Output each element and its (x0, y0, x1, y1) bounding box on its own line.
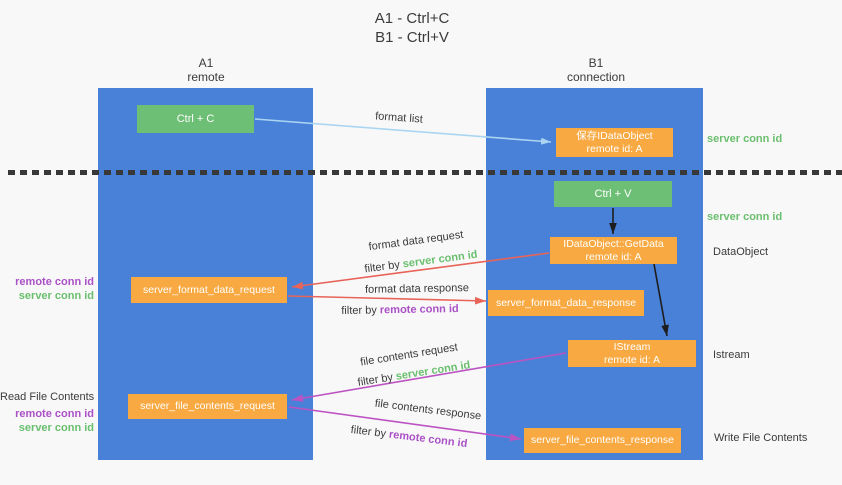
filter-prefix-4: filter by (350, 423, 390, 441)
right-column-name: B1 (588, 56, 604, 70)
file-response-label: server_file_contents_response (530, 434, 674, 447)
ctrl-c-label: Ctrl + C (176, 112, 215, 125)
filter-by-remote-conn-id-label-1: filter by remote conn id (341, 303, 459, 317)
server-conn-id-annotation-2: server conn id (18, 421, 94, 434)
server-file-contents-response-node: server_file_contents_response (524, 428, 681, 453)
remote-conn-id-annotation-2: remote conn id (15, 408, 94, 420)
save-idataobject-line2: remote id: A (586, 142, 643, 155)
file-request-label: server_file_contents_request (140, 400, 275, 413)
filter-remote-value-2: remote conn id (388, 428, 468, 451)
filter-server-value-1: server conn id (402, 248, 479, 271)
server-file-contents-request-node: server_file_contents_request (128, 394, 287, 419)
left-column-header: A1 remote (187, 56, 224, 84)
server-conn-id-mid-annotation: server conn id (707, 211, 783, 223)
ctrl-c-node: Ctrl + C (137, 105, 254, 133)
save-idataobject-node: 保存IDataObject remote id: A (556, 128, 673, 157)
idataobject-getdata-node: IDataObject::GetData remote id: A (550, 237, 677, 264)
istream-line1: IStream (613, 341, 651, 353)
format-response-label: server_format_data_response (495, 296, 637, 309)
format-data-request-label: format data request (367, 228, 465, 254)
right-column-subtitle: connection (566, 70, 626, 84)
format-list-label: format list (374, 110, 424, 126)
filter-by-server-conn-id-label-1: filter by server conn id (364, 249, 478, 276)
title-line-2: B1 - Ctrl+V (375, 29, 449, 46)
left-conn-id-block-2: remote conn id server conn id (0, 408, 94, 435)
istream-node: IStream remote id: A (568, 340, 696, 367)
left-conn-id-block-1: remote conn id server conn id (0, 276, 94, 303)
left-column-name: A1 (198, 56, 214, 70)
write-file-contents-annotation: Write File Contents (714, 432, 808, 444)
server-conn-id-top-annotation: server conn id (707, 133, 783, 145)
ctrl-v-label: Ctrl + V (594, 187, 632, 200)
diagram-title: A1 - Ctrl+C B1 - Ctrl+V (375, 9, 450, 47)
format-data-response-arrow (287, 295, 487, 305)
read-file-contents-annotation: Read File Contents (0, 391, 95, 403)
server-conn-id-annotation-1: server conn id (18, 289, 94, 302)
istream-line2: remote id: A (603, 353, 661, 366)
title-line-1: A1 - Ctrl+C (374, 10, 450, 27)
filter-prefix-3: filter by (356, 370, 397, 389)
server-format-data-request-node: server_format_data_request (131, 277, 287, 303)
save-idataobject-line1: 保存IDataObject (576, 130, 653, 142)
filter-by-remote-conn-id-label-2: filter by remote conn id (350, 424, 468, 450)
istream-annotation: Istream (713, 349, 750, 361)
getdata-line2: remote id: A (585, 250, 642, 263)
format-request-label: server_format_data_request (143, 283, 275, 296)
remote-conn-id-annotation-1: remote conn id (15, 276, 94, 288)
filter-remote-value-1: remote conn id (379, 302, 459, 317)
filter-server-value-2: server conn id (394, 359, 472, 383)
dataobject-annotation: DataObject (713, 246, 769, 258)
filter-prefix-1: filter by (363, 258, 404, 276)
left-column-subtitle: remote (187, 70, 225, 84)
filter-prefix-2: filter by (341, 304, 380, 318)
ctrl-v-node: Ctrl + V (554, 181, 672, 207)
file-contents-response-label: file contents response (374, 397, 482, 423)
format-data-response-label: format data response (364, 282, 470, 296)
getdata-line1: IDataObject::GetData (563, 238, 664, 250)
server-format-data-response-node: server_format_data_response (488, 290, 644, 316)
right-column-header: B1 connection (567, 56, 625, 84)
